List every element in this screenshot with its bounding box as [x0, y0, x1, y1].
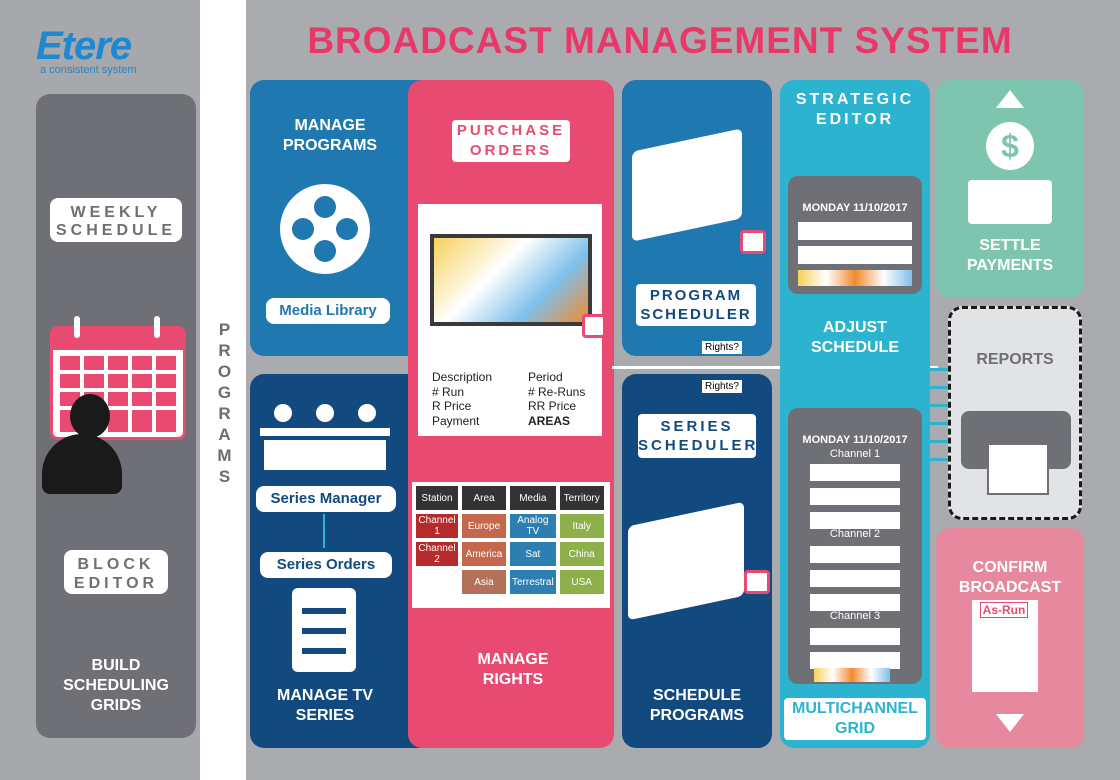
header-station: Station	[416, 486, 458, 510]
grid-date: MONDAY 11/10/2017	[802, 434, 908, 446]
report-arrows	[930, 368, 948, 464]
as-run-document: As-Run	[972, 600, 1038, 692]
multichannel-grid-card: MONDAY 11/10/2017 Channel 1 Channel 2 Ch…	[788, 408, 922, 684]
series-orders-tag: Series Orders	[260, 552, 392, 578]
lock-icon	[582, 314, 606, 338]
block-editor-tag: BLOCK EDITOR	[64, 550, 168, 594]
manage-programs-panel: MANAGE PROGRAMS Media Library	[250, 80, 434, 356]
divider-strip	[200, 0, 246, 780]
page-title: BROADCAST MANAGEMENT SYSTEM	[307, 20, 1013, 61]
arrow-down-icon	[996, 714, 1024, 732]
cell-territory: China	[559, 542, 604, 566]
cell-media: Analog TV	[510, 514, 556, 538]
programs-vertical-label: PROGRAMS	[215, 320, 234, 488]
header-territory: Territory	[559, 486, 604, 510]
bullet-r-price: R Price	[432, 399, 472, 413]
channel-2-label: Channel 2	[829, 528, 881, 540]
manage-programs-title: MANAGE PROGRAMS	[282, 117, 378, 154]
bullets-right: Period # Re-Runs RR Price AREAS	[528, 370, 608, 428]
cell-area: Europe	[462, 514, 506, 538]
rights-connector-line	[612, 366, 938, 369]
manage-tv-series-label: MANAGE TV SERIES	[277, 687, 373, 724]
clipboard-checklist-icon	[292, 588, 356, 672]
lock-icon	[744, 570, 770, 594]
cell-territory: Italy	[559, 514, 604, 538]
book-icon	[628, 501, 744, 621]
flow-arrow-down	[323, 514, 325, 548]
bullet-areas: AREAS	[528, 413, 571, 428]
reports-label: REPORTS	[976, 351, 1054, 368]
bullet-rr-price: RR Price	[528, 399, 577, 413]
cartoon-image	[430, 234, 592, 326]
build-scheduling-label: BUILD SCHEDULING GRIDS	[63, 657, 169, 714]
cell-station: Channel 2	[416, 542, 458, 566]
rights-table: Station Area Media Territory Channel 1 E…	[412, 482, 610, 608]
manage-tv-series-panel: Series Manager Series Orders MANAGE TV S…	[250, 374, 434, 748]
book-icon	[632, 128, 742, 242]
series-scheduler-panel: SERIES SCHEDULER SCHEDULE PROGRAMS	[622, 374, 772, 748]
strategic-editor-panel: STRATEGIC EDITOR MONDAY 11/10/2017 ADJUS…	[780, 80, 930, 748]
etere-logo: Etere	[36, 24, 132, 68]
weekly-schedule-tag: WEEKLY SCHEDULE	[50, 198, 182, 242]
dollar-icon: $	[986, 122, 1034, 170]
header-area: Area	[462, 486, 506, 510]
calendar-icon	[50, 316, 188, 440]
cartoon-strip	[814, 668, 890, 682]
cell-media: Sat	[510, 542, 556, 566]
bullet-reruns: # Re-Runs	[528, 384, 586, 399]
money-stack-icon	[968, 180, 1052, 224]
schedule-date: MONDAY 11/10/2017	[802, 202, 908, 214]
cell-territory: USA	[559, 570, 604, 594]
series-scheduler-tag: SERIES SCHEDULER	[638, 414, 756, 458]
reports-panel: REPORTS	[948, 306, 1082, 520]
cell-area: America	[462, 542, 506, 566]
film-reel-icon	[280, 184, 370, 274]
bullet-run: # Run	[432, 384, 465, 399]
media-library-tag: Media Library	[266, 298, 390, 324]
confirm-broadcast-panel: CONFIRM BROADCAST As-Run	[936, 528, 1084, 748]
cell-media: Terrestral	[510, 570, 556, 594]
bullet-description: Description	[432, 370, 493, 384]
settle-payments-panel: $ SETTLE PAYMENTS	[936, 80, 1084, 298]
cell-area: Asia	[462, 570, 506, 594]
bullets-left: Description # Run R Price Payment	[432, 370, 522, 428]
program-scheduler-panel: PROGRAM SCHEDULER	[622, 80, 772, 356]
panel-meeting-icon	[260, 404, 390, 474]
multichannel-grid-tag: MULTICHANNEL GRID	[784, 698, 926, 740]
daily-schedule-card: MONDAY 11/10/2017	[788, 176, 922, 294]
channel-3-label: Channel 3	[829, 610, 881, 622]
header-media: Media	[510, 486, 556, 510]
cell-station: Channel 1	[416, 514, 458, 538]
purchase-document: Description # Run R Price Payment Period…	[418, 204, 606, 436]
manage-rights-label: MANAGE RIGHTS	[477, 651, 549, 688]
bullet-period: Period	[528, 370, 563, 384]
series-manager-tag: Series Manager	[256, 486, 396, 512]
bullet-payment: Payment	[432, 413, 480, 428]
program-scheduler-tag: PROGRAM SCHEDULER	[636, 284, 756, 326]
purchase-orders-tag: PURCHASE ORDERS	[452, 120, 570, 162]
confirm-broadcast-label: CONFIRM BROADCAST	[958, 559, 1062, 596]
lock-icon	[740, 230, 766, 254]
build-scheduling-panel: WEEKLY SCHEDULE BLOCK EDITOR BUILD SCHED…	[36, 94, 196, 738]
channel-1-label: Channel 1	[829, 448, 881, 460]
person-silhouette-icon	[42, 394, 122, 494]
arrow-up-icon	[996, 90, 1024, 108]
strategic-editor-tag: STRATEGIC EDITOR	[795, 91, 915, 128]
adjust-schedule-label: ADJUST SCHEDULE	[810, 319, 899, 356]
schedule-programs-label: SCHEDULE PROGRAMS	[649, 687, 745, 724]
as-run-label: As-Run	[980, 602, 1028, 618]
rights-label-1: Rights?	[702, 341, 742, 354]
rights-label-2: Rights?	[702, 380, 742, 393]
purchase-orders-panel: PURCHASE ORDERS Description # Run R Pric…	[408, 80, 614, 748]
cell-station	[416, 570, 458, 594]
settle-payments-label: SETTLE PAYMENTS	[966, 237, 1054, 274]
logo-tagline: a consistent system	[40, 64, 137, 76]
